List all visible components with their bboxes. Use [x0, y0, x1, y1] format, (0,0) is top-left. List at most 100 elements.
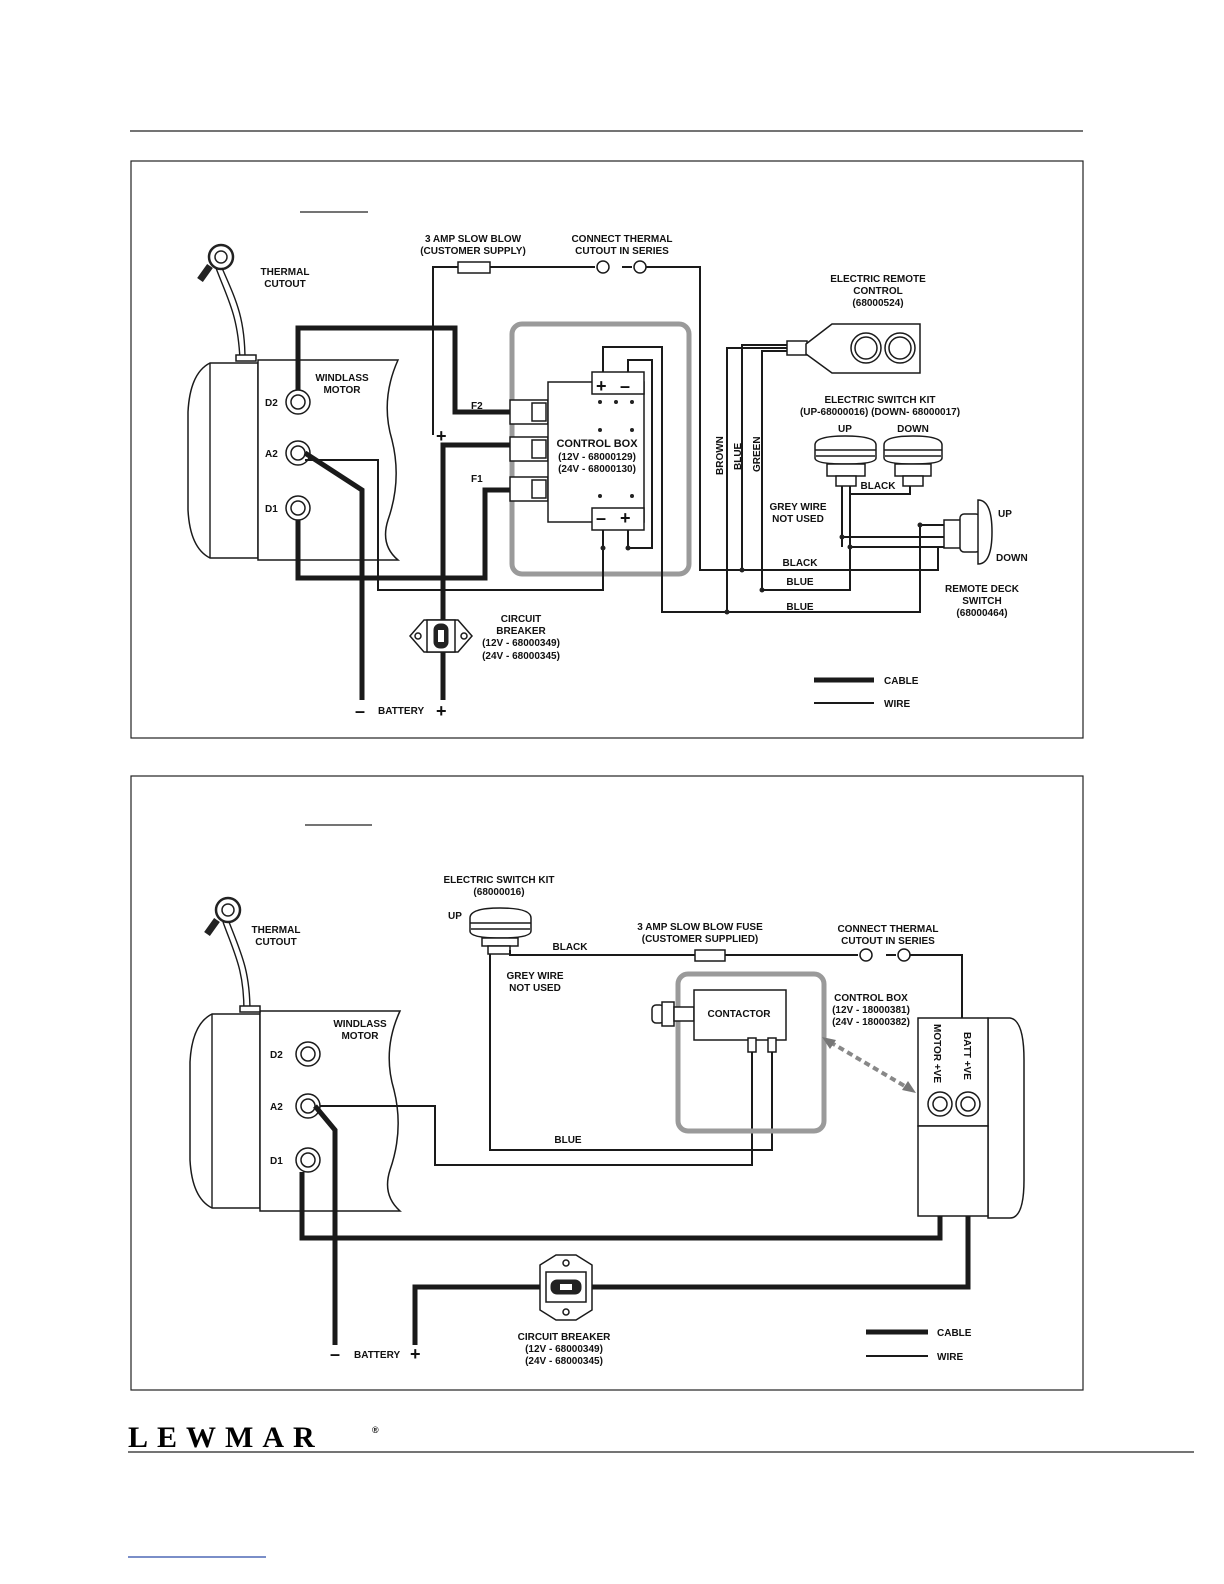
switch-kit-label-2: (UP-68000016) (DOWN- 68000017)	[800, 407, 960, 418]
motor-label-1: WINDLASS	[315, 373, 369, 384]
breaker-label-3: (12V - 68000349)	[482, 638, 560, 649]
remote-cable-gland	[786, 340, 808, 356]
battery-2-minus: –	[330, 1344, 340, 1364]
wire-blue-up	[762, 486, 851, 591]
terminal-2-d2	[295, 1041, 321, 1067]
wire-box-plus-blue	[602, 346, 921, 613]
cable-battery-positive-box	[440, 442, 510, 700]
grey-wire-label-1: GREY WIRE	[769, 502, 826, 513]
control-box-2-label-3: (24V - 18000382)	[832, 1017, 910, 1028]
wire-2-black	[509, 950, 695, 956]
batt-ve-terminal	[955, 1091, 981, 1117]
thermal-series-2-label-1: CONNECT THERMAL	[837, 924, 938, 935]
control-box-label-1: CONTROL BOX	[556, 438, 638, 450]
breaker-label-1: CIRCUIT	[501, 614, 542, 625]
legend-wire-label-2: WIRE	[937, 1352, 963, 1363]
lewmar-logo: LEWMAR	[128, 1421, 324, 1454]
control-box-1	[509, 371, 645, 531]
contactor-outline	[675, 971, 827, 1134]
deck-switch-label-3: (68000464)	[956, 608, 1007, 619]
wire-label-blue-vertical: BLUE	[733, 442, 744, 470]
battery-label: BATTERY	[378, 706, 424, 717]
contactor-label: CONTACTOR	[708, 1009, 772, 1020]
remote-label-3: (68000524)	[852, 298, 903, 309]
wire-2-black-label: BLACK	[553, 942, 589, 953]
motor-label-2: MOTOR	[323, 385, 361, 396]
fuse-2-label-2: (CUSTOMER SUPPLIED)	[642, 934, 759, 945]
batt-ve-label: BATT +VE	[961, 1032, 972, 1080]
diagram-2-frame	[130, 775, 1084, 1391]
circuit-breaker-2	[539, 1254, 593, 1321]
grey-wire-2-label-1: GREY WIRE	[506, 971, 563, 982]
contactor	[651, 989, 787, 1053]
footswitch-up	[814, 435, 877, 487]
deck-down-label: DOWN	[996, 553, 1028, 564]
wire-blue-remote	[741, 344, 800, 570]
motor-2-label-1: WINDLASS	[333, 1019, 387, 1030]
fuse-label-2: (CUSTOMER SUPPLY)	[420, 246, 526, 257]
wire-thermal-return	[646, 266, 939, 571]
thermal-cutout-sensor	[197, 243, 246, 361]
breaker-2-label-1: CIRCUIT BREAKER	[518, 1332, 612, 1343]
switch-kit-2-label-2: (68000016)	[473, 887, 524, 898]
footswitch-down	[883, 435, 943, 487]
wire-green	[761, 350, 800, 590]
terminal-f2-label: F2	[471, 401, 483, 412]
cable-2-battery-positive	[412, 1284, 540, 1345]
control-box-2	[917, 1017, 1025, 1219]
terminal-f1-label: F1	[471, 474, 483, 485]
wire-blue-label-2: BLUE	[786, 602, 814, 613]
diagram-2: THERMAL CUTOUT WINDLASS MOTOR D2 A2 D1 B…	[130, 775, 1084, 1391]
remote-deck-switch	[943, 499, 993, 565]
wire-black-label: BLACK	[783, 558, 819, 569]
control-box-label-3: (24V - 68000130)	[558, 464, 636, 475]
dashed-arrow	[822, 1037, 916, 1093]
terminal-2-d1-label: D1	[270, 1156, 283, 1167]
breaker-2-label-2: (12V - 68000349)	[525, 1344, 603, 1355]
control-box-label-2: (12V - 68000129)	[558, 452, 636, 463]
switch-up-label: UP	[838, 424, 852, 435]
legend-cable-label-2: CABLE	[937, 1328, 972, 1339]
wire-box-link	[627, 359, 653, 549]
box-plus-sign: +	[436, 426, 447, 446]
grey-wire-2-label-2: NOT USED	[509, 983, 561, 994]
fuse-label-1: 3 AMP SLOW BLOW	[425, 234, 522, 245]
fuse-2	[694, 949, 726, 962]
deck-switch-label-1: REMOTE DECK	[945, 584, 1020, 595]
diagram-1: THERMAL CUTOUT WINDLASS MOTOR D2 A2 D1	[130, 160, 1084, 739]
thermal-contact-1b	[633, 260, 647, 274]
wire-brown	[726, 347, 800, 612]
thermal-contact-2b	[897, 948, 911, 962]
battery-2-label: BATTERY	[354, 1350, 400, 1361]
motor-ve-label: MOTOR +VE	[931, 1024, 942, 1083]
switch-2-up-label: UP	[448, 911, 462, 922]
terminal-d2	[285, 389, 311, 415]
motor-ve-terminal	[927, 1091, 953, 1117]
grey-wire-label-2: NOT USED	[772, 514, 824, 525]
breaker-2-label-3: (24V - 68000345)	[525, 1356, 603, 1367]
breaker-label-2: BREAKER	[496, 626, 546, 637]
registered-mark: ®	[372, 1425, 379, 1435]
breaker-label-4: (24V - 68000345)	[482, 651, 560, 662]
cable-d1-f1	[295, 487, 510, 581]
terminal-2-d1	[295, 1147, 321, 1173]
thermal-contact-2a	[859, 948, 873, 962]
terminal-d2-label: D2	[265, 398, 278, 409]
box-bottom-plus: +	[620, 508, 631, 528]
fuse-2-label-1: 3 AMP SLOW BLOW FUSE	[637, 922, 763, 933]
diagram-1-frame	[130, 160, 1084, 739]
switch-kit-2-label-1: ELECTRIC SWITCH KIT	[443, 875, 554, 886]
thermal-series-label-2: CUTOUT IN SERIES	[575, 246, 669, 257]
terminal-2-a2-label: A2	[270, 1102, 283, 1113]
cable-2-breaker-batt-ve	[592, 1118, 971, 1290]
box-top-minus: –	[620, 376, 630, 396]
battery-plus: +	[436, 701, 447, 721]
fuse-1	[457, 261, 491, 274]
wire-blue-label-1: BLUE	[786, 577, 814, 588]
footswitch-2-up	[469, 907, 532, 955]
thermal-cutout-sensor-2	[204, 896, 251, 1013]
legend-wire-label-1: WIRE	[884, 699, 910, 710]
wire-black-between	[850, 486, 911, 495]
legend-cable-label-1: CABLE	[884, 676, 919, 687]
windlass-motor-2	[189, 1005, 402, 1212]
